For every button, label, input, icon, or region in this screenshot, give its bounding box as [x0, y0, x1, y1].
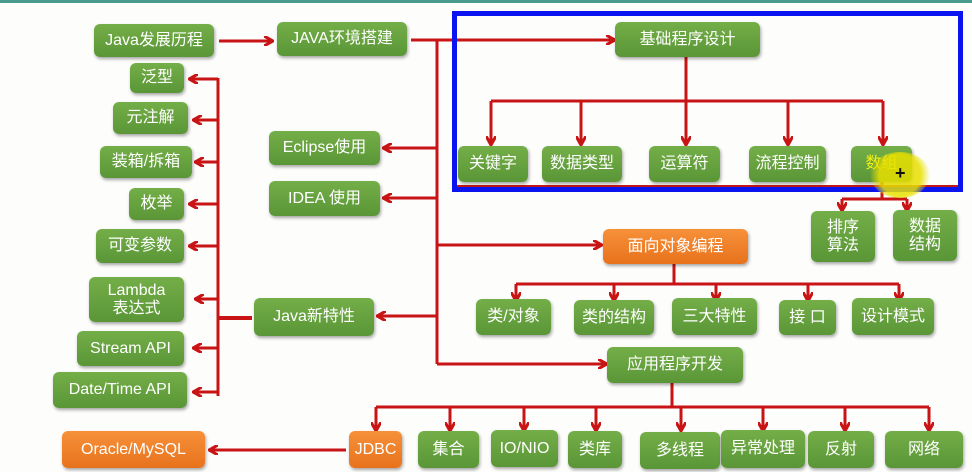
node-annotations[interactable]: 元注解 — [113, 102, 188, 134]
node-sorting[interactable]: 排序 算法 — [811, 211, 875, 262]
crosshair-cursor-icon: + — [895, 163, 906, 183]
node-class-library[interactable]: 类库 — [568, 431, 622, 468]
node-keywords[interactable]: 关键字 — [458, 146, 528, 182]
node-oracle-mysql[interactable]: Oracle/MySQL — [62, 431, 205, 468]
node-datetime-api[interactable]: Date/Time API — [53, 372, 187, 408]
node-java-new-features[interactable]: Java新特性 — [254, 298, 374, 336]
node-data-types[interactable]: 数据类型 — [542, 146, 622, 182]
node-oop[interactable]: 面向对象编程 — [603, 229, 748, 264]
node-java-history[interactable]: Java发展历程 — [94, 24, 214, 57]
node-collections[interactable]: 集合 — [418, 431, 479, 468]
node-generics[interactable]: 泛型 — [130, 63, 184, 93]
node-multithreading[interactable]: 多线程 — [640, 432, 720, 469]
node-reflection[interactable]: 反射 — [808, 431, 874, 468]
node-class-object[interactable]: 类/对象 — [476, 299, 551, 335]
node-exception-handling[interactable]: 异常处理 — [721, 430, 805, 468]
node-stream-api[interactable]: Stream API — [77, 331, 184, 366]
top-border — [0, 0, 972, 3]
node-enum[interactable]: 枚举 — [129, 188, 184, 220]
node-design-patterns[interactable]: 设计模式 — [852, 298, 934, 335]
node-eclipse[interactable]: Eclipse使用 — [269, 131, 380, 165]
node-data-structures[interactable]: 数据 结构 — [893, 210, 957, 261]
node-idea[interactable]: IDEA 使用 — [269, 181, 380, 216]
node-lambda[interactable]: Lambda 表达式 — [89, 277, 184, 322]
node-java-env[interactable]: JAVA环境搭建 — [277, 22, 407, 56]
node-interface[interactable]: 接 口 — [779, 300, 836, 335]
highlight-box-basic-programming — [452, 11, 963, 192]
node-networking[interactable]: 网络 — [885, 431, 963, 468]
node-varargs[interactable]: 可变参数 — [96, 229, 184, 263]
node-jdbc[interactable]: JDBC — [349, 431, 402, 468]
node-flow-control[interactable]: 流程控制 — [749, 146, 826, 182]
node-operators[interactable]: 运算符 — [649, 146, 720, 182]
cursor-highlight — [870, 152, 930, 198]
node-class-structure[interactable]: 类的结构 — [574, 300, 654, 335]
node-boxing[interactable]: 装箱/拆箱 — [100, 146, 192, 178]
node-basic-programming[interactable]: 基础程序设计 — [615, 22, 760, 57]
node-app-dev[interactable]: 应用程序开发 — [607, 347, 743, 383]
node-three-features[interactable]: 三大特性 — [672, 298, 757, 335]
node-io-nio[interactable]: IO/NIO — [491, 430, 558, 467]
